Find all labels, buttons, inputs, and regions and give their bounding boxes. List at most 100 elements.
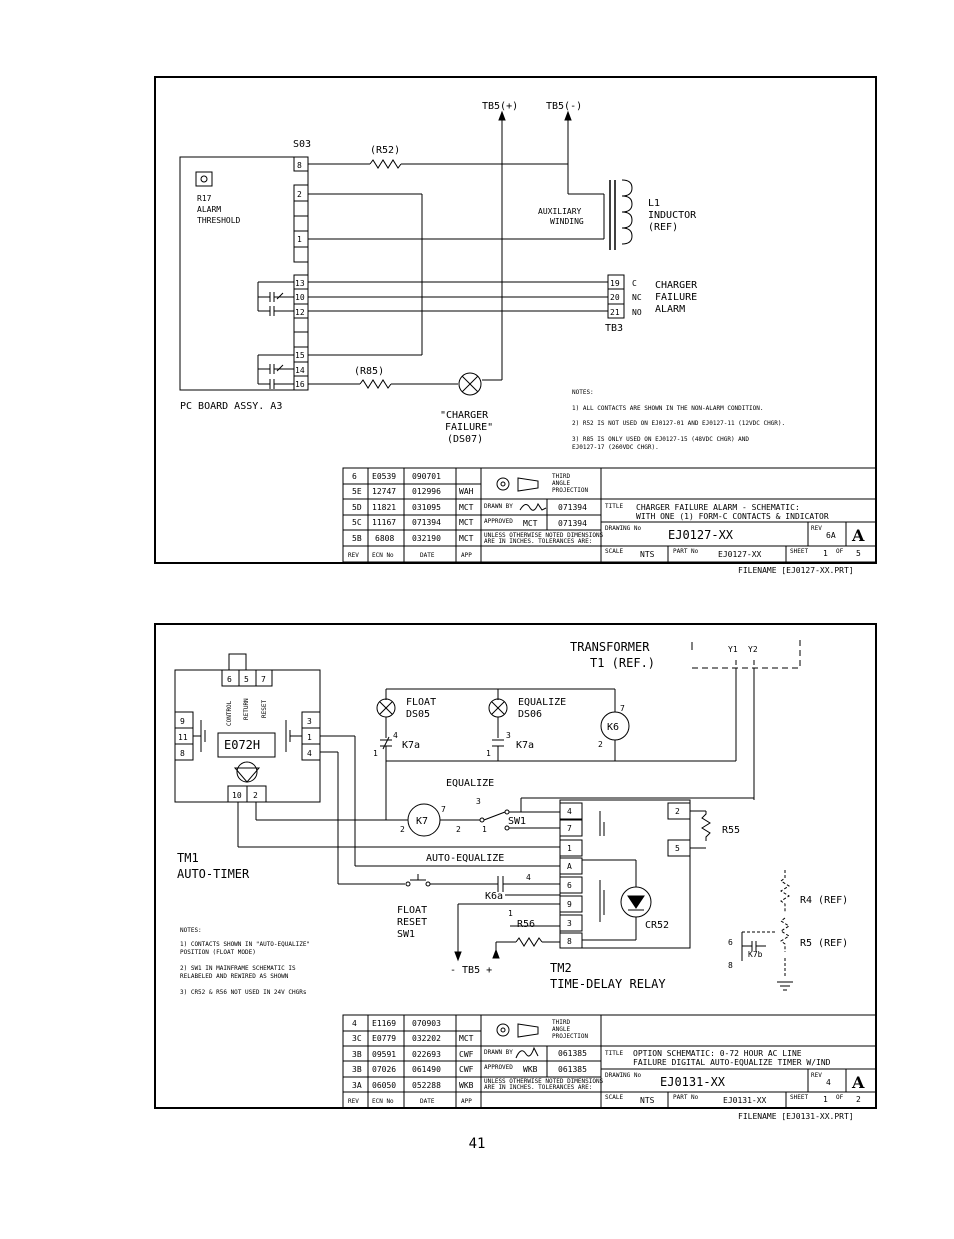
third-angle2-label-3: PROJECTION (552, 1033, 589, 1040)
r17-alarm-label: ALARM (197, 205, 221, 214)
approved2-label: APPROVED (484, 1064, 513, 1071)
rev2-row-5-date: 052288 (412, 1081, 441, 1090)
rev2-row-3-ecn: 09591 (372, 1050, 396, 1059)
rev-row-5-app: MCT (459, 534, 474, 543)
equalize-lamp-label: EQUALIZE (518, 697, 566, 708)
of-value: 5 (856, 549, 861, 558)
rev2-row-1-date: 070903 (412, 1019, 441, 1028)
drawn-by-signature (519, 502, 547, 511)
note-2-1: 1) CONTACTS SHOWN IN "AUTO-EQUALIZE" (180, 941, 310, 948)
drawing-number: EJ0127-XX (668, 528, 734, 542)
sw1-pin-1: 1 (482, 825, 487, 834)
tb5-positive-label: TB5(+) (482, 101, 518, 112)
tb3-terminal-21: 21 (610, 308, 620, 317)
drawn-by-date: 071394 (558, 503, 587, 512)
ds05-label: DS05 (406, 709, 430, 720)
sheet-1-labels: TB5(+) TB5(-) S03 (R52) R17 ALARM THRESH… (180, 101, 865, 575)
size-value: A (851, 526, 865, 545)
k7a-pin-3: 3 (506, 731, 511, 740)
drawing-no-label: DRAWING No (605, 525, 642, 532)
r85-resistor-icon (359, 379, 392, 389)
tm2-label: TM2 (550, 961, 572, 975)
tb3-c-label: C (632, 279, 637, 288)
tm1-pin-5: 5 (244, 675, 249, 684)
note-1-1: 1) ALL CONTACTS ARE SHOWN IN THE NON-ALA… (572, 405, 763, 412)
tb5-label: - TB5 + (450, 965, 492, 976)
part-no-value: EJ0127-XX (718, 550, 762, 559)
sheet2-value: 1 (823, 1095, 828, 1104)
rev-row-1-date: 090701 (412, 472, 441, 481)
rev-row-1-rev: 6 (352, 472, 357, 481)
k7a-pin-1: 1 (373, 749, 378, 758)
rev2-row-4-date: 061490 (412, 1065, 441, 1074)
rev2-row-5-rev: 3A (352, 1081, 362, 1090)
time-delay-relay-label: TIME-DELAY RELAY (550, 977, 666, 991)
tm2-pin-6: 6 (567, 881, 572, 890)
rev2-row-2-rev: 3C (352, 1034, 362, 1043)
tb3-label: TB3 (605, 323, 623, 334)
rev-value: 6A (826, 531, 836, 540)
sheet-label: SHEET (790, 548, 808, 555)
third-angle2-label: THIRD (552, 1019, 570, 1026)
tb3-terminal-20: 20 (610, 293, 620, 302)
k7a-pin-1b: 1 (486, 749, 491, 758)
tb3-terminal-19: 19 (610, 279, 620, 288)
s03-label: S03 (293, 139, 311, 150)
r5-resistor-icon (780, 917, 790, 952)
k7b-pin-6: 6 (728, 938, 733, 947)
rev-row-2-app: WAH (459, 487, 474, 496)
drawing2-number: EJ0131-XX (660, 1075, 726, 1089)
title-block-2 (342, 1014, 877, 1109)
pin-1: 1 (297, 235, 302, 244)
note-2-1b: POSITION (FLOAT MODE) (180, 949, 256, 956)
rev-label: REV (811, 525, 822, 532)
k7a-pin-4: 4 (393, 731, 398, 740)
scale-value: NTS (640, 550, 655, 559)
drawn-by2-date: 061385 (558, 1049, 587, 1058)
rev2-row-3-rev: 3B (352, 1050, 362, 1059)
y2-label: Y2 (748, 645, 758, 654)
pc-board-box (179, 156, 309, 391)
tolerance-line-1: UNLESS OTHERWISE NOTED DIMENSIONS (484, 532, 604, 539)
tm2-pin-1: 1 (567, 844, 572, 853)
float-reset-label-1: FLOAT (397, 905, 427, 916)
tm1-label: TM1 (177, 851, 199, 865)
rev2-row-1-ecn: E1169 (372, 1019, 396, 1028)
third-angle-label-2: ANGLE (552, 480, 570, 487)
tm1-pin-1: 1 (307, 733, 312, 742)
rev2-row-4-rev: 3B (352, 1065, 362, 1074)
l1-label: L1 (648, 198, 660, 209)
k7-pin-2: 2 (400, 825, 405, 834)
rev2-row-3-date: 022693 (412, 1050, 441, 1059)
e072h-label: E072H (224, 738, 260, 752)
rev-row-4-ecn: 11167 (372, 518, 396, 527)
drawn-by2-label: DRAWN BY (484, 1049, 513, 1056)
title-label: TITLE (605, 503, 623, 510)
tolerance2-line-2: ARE IN INCHES. TOLERANCES ARE: (484, 1084, 592, 1091)
k6a-label: K6a (485, 891, 503, 902)
of-label: OF (836, 548, 844, 555)
title-line-1: CHARGER FAILURE ALARM - SCHEMATIC: (636, 503, 800, 512)
r85-label: (R85) (354, 366, 384, 377)
rev2-header-rev: REV (348, 1098, 359, 1105)
pin-2: 2 (297, 190, 302, 199)
r55-resistor-icon (701, 811, 711, 841)
k7b-pin-8: 8 (728, 961, 733, 970)
third-angle-label-3: PROJECTION (552, 487, 589, 494)
tm2-pin-8: 8 (567, 937, 572, 946)
tm2-pin-4: 4 (567, 807, 572, 816)
tm1-pin-4: 4 (307, 749, 312, 758)
k6a-pin-4: 4 (526, 873, 531, 882)
sheet-2-schematic (154, 623, 877, 1109)
inductor-label: INDUCTOR (648, 210, 697, 221)
pin-8: 8 (297, 161, 302, 170)
k6-pin-7: 7 (620, 704, 625, 713)
sheet-2-labels: TRANSFORMER T1 (REF.) Y1 Y2 6 5 7 CONTRO… (177, 640, 865, 1121)
rev-header-rev: REV (348, 552, 359, 559)
rev-row-4-date: 071394 (412, 518, 441, 527)
tm2-pin-a: A (567, 862, 572, 871)
sheet2-label: SHEET (790, 1094, 808, 1101)
inductor-icon (621, 179, 633, 245)
rev2-row-2-ecn: E0779 (372, 1034, 396, 1043)
